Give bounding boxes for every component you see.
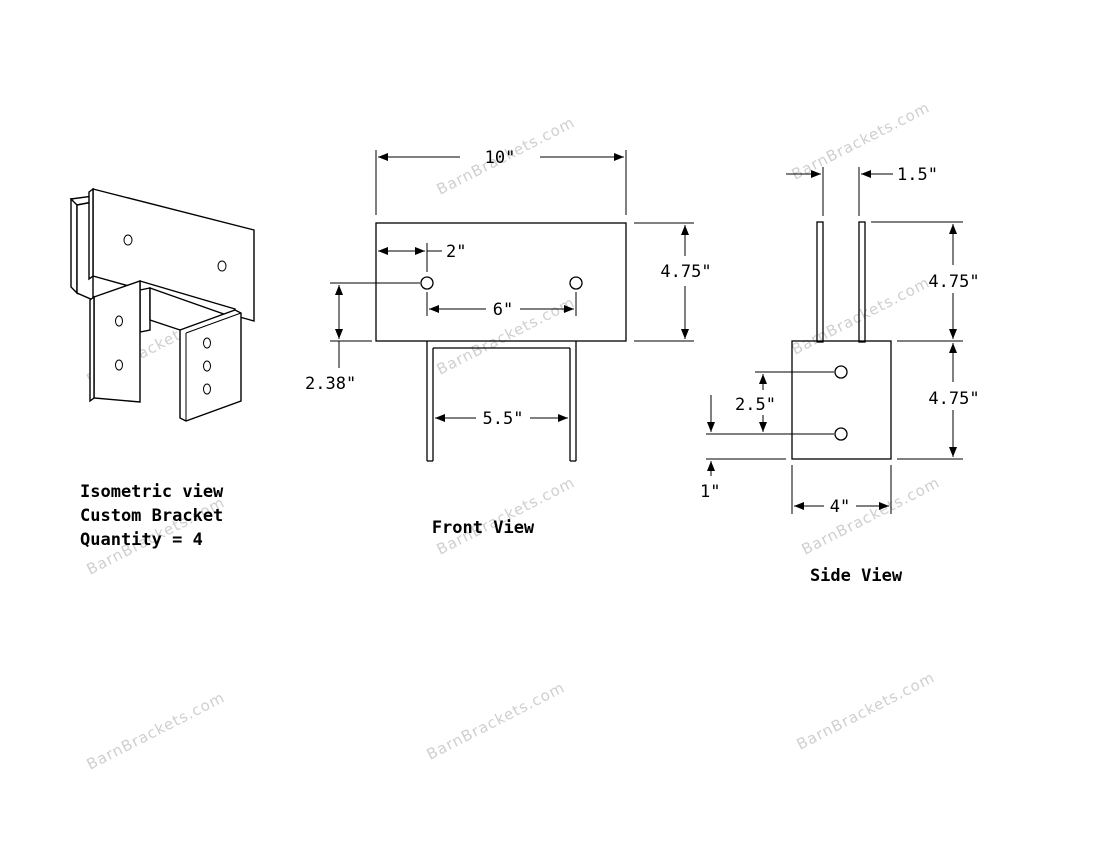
iso-caption-line2: Custom Bracket <box>80 506 223 526</box>
watermark: BarnBrackets.com <box>434 473 578 558</box>
isometric-view: Isometric view Custom Bracket Quantity =… <box>69 187 255 550</box>
iso-hole <box>203 360 211 372</box>
dim-inner-width-label: 5.5" <box>483 409 524 429</box>
front-hole <box>420 276 434 290</box>
iso-u-left-leg-edge <box>89 295 95 403</box>
iso-hole <box>203 383 211 395</box>
iso-back-plate-edge <box>70 198 78 295</box>
dim-bottom-hole-label: 1" <box>700 482 720 502</box>
iso-hole <box>203 337 211 349</box>
watermark: BarnBrackets.com <box>799 473 943 558</box>
iso-caption-line1: Isometric view <box>80 482 224 502</box>
dim-side-hole-spacing-label: 2.5" <box>735 395 776 415</box>
watermarks: BarnBrackets.com BarnBrackets.com BarnBr… <box>84 98 943 773</box>
dim-top-height-label: 4.75" <box>928 272 979 292</box>
iso-u-left-leg <box>93 280 141 403</box>
side-hole <box>834 427 848 441</box>
iso-main-plate-edge <box>88 187 94 281</box>
iso-hole <box>217 260 227 272</box>
watermark: BarnBrackets.com <box>424 678 568 763</box>
dim-height-label: 4.75" <box>660 262 711 282</box>
front-view-caption: Front View <box>432 518 535 538</box>
side-base <box>791 340 892 460</box>
dim-plate-gap-label: 1.5" <box>897 165 938 185</box>
side-view-caption: Side View <box>810 566 903 586</box>
iso-u-inner-edge <box>139 287 151 333</box>
side-hole <box>834 365 848 379</box>
dim-width-label: 10" <box>485 148 516 168</box>
side-view: 1.5" 4.75" 4.75" 2.5" 1" 4" Side View <box>700 165 980 586</box>
iso-caption-line3: Quantity = 4 <box>80 530 203 550</box>
front-plate <box>375 222 627 342</box>
front-hole <box>569 276 583 290</box>
iso-leg-edge-line <box>185 312 242 334</box>
dim-bottom-height-label: 4.75" <box>928 389 979 409</box>
dim-hole-edge-label: 2" <box>446 242 466 262</box>
dim-hole-spacing-label: 6" <box>493 300 513 320</box>
iso-hole <box>115 359 123 371</box>
watermark: BarnBrackets.com <box>84 688 228 773</box>
dim-hole-height-label: 2.38" <box>305 374 356 394</box>
watermark: BarnBrackets.com <box>789 273 933 358</box>
watermark: BarnBrackets.com <box>794 668 938 753</box>
iso-hole <box>123 234 133 246</box>
side-plate <box>816 221 824 343</box>
dim-side-width-label: 4" <box>830 497 850 517</box>
front-view: 10" 4.75" 2" 6" 2.38" 5.5" Front View <box>305 148 712 538</box>
iso-hole <box>115 315 123 327</box>
side-plate <box>858 221 866 343</box>
